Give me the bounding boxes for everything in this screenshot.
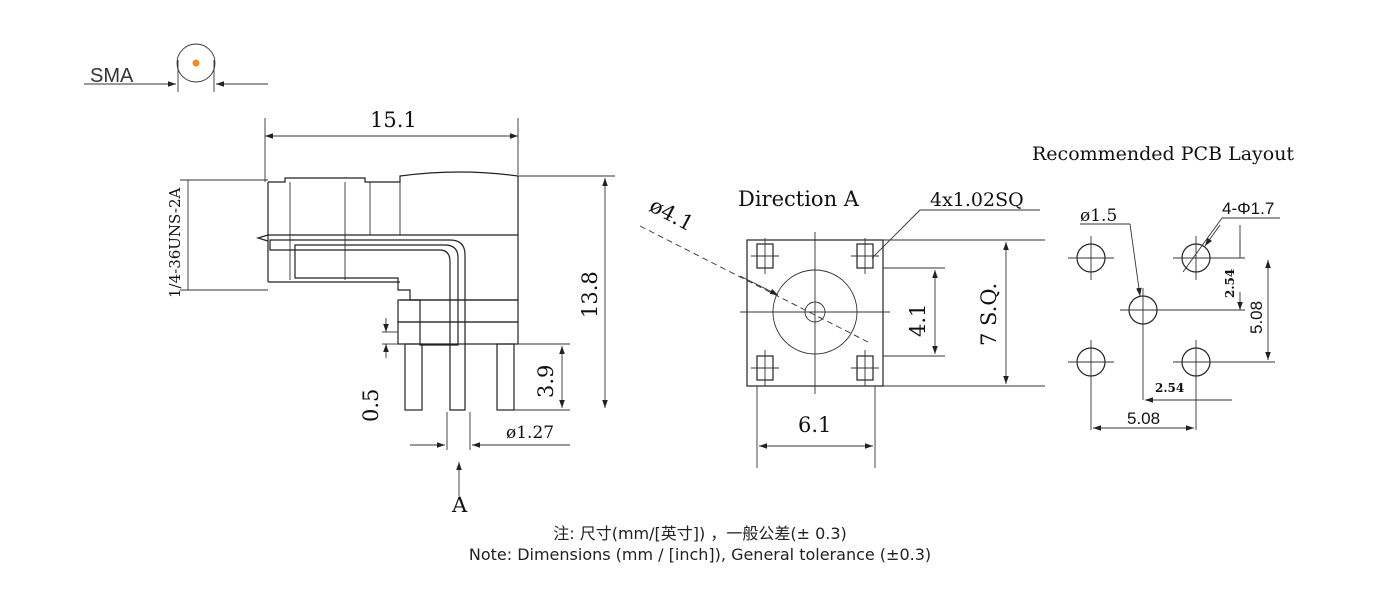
- note-line-english: Note: Dimensions (mm / [inch]), General …: [468, 545, 932, 564]
- dim-gap-label: 0.5: [359, 389, 383, 422]
- pin-squares: [751, 238, 879, 386]
- sma-connector-icon: [176, 43, 216, 83]
- dim-inner-label: 4.1: [906, 304, 930, 337]
- pcb-title: Recommended PCB Layout: [1032, 143, 1294, 165]
- view-marker-label: A: [451, 493, 468, 517]
- pcb-holes: [1068, 236, 1275, 430]
- dim-pin-height-label: 3.9: [534, 365, 558, 398]
- dim-h-small-label: 2.54: [1155, 381, 1184, 395]
- dim-pin-dia-label: ø1.27: [506, 423, 554, 443]
- corner-holes-label: 4-Φ1.7: [1222, 199, 1274, 218]
- dim-length-label: 15.1: [370, 108, 417, 132]
- note-line-chinese: 注: 尺寸(mm/[英寸]) ，一般公差(± 0.3): [553, 524, 847, 543]
- sma-icon-group: SMA: [84, 43, 268, 92]
- dim-v-large-label: 5.08: [1247, 301, 1266, 334]
- dim-v-small-label: 2.54: [1223, 269, 1237, 298]
- center-hole-label: ø1.5: [1080, 206, 1117, 226]
- thread-spec-label: 1/4-36UNS-2A: [166, 188, 184, 298]
- dim-h-large-label: 5.08: [1127, 409, 1160, 428]
- dia-label: ø4.1: [646, 193, 698, 236]
- side-view: 15.1 1/4-36UNS-2A 0.5: [166, 108, 615, 517]
- dim-outer-label: 7 S.Q.: [977, 283, 1001, 346]
- sma-label: SMA: [90, 65, 134, 87]
- pcb-layout: Recommended PCB Layout ø1.5 4-Φ1.7 2.54: [1032, 143, 1294, 431]
- direction-title: Direction A: [738, 187, 860, 211]
- dim-width-label: 6.1: [798, 413, 831, 437]
- pin-spec-label: 4x1.02SQ: [930, 189, 1024, 211]
- sma-center-dot-icon: [192, 59, 200, 67]
- direction-a-view: Direction A 4x1.02SQ ø4.1 4.1: [639, 187, 1045, 468]
- dim-height-label: 13.8: [578, 271, 602, 318]
